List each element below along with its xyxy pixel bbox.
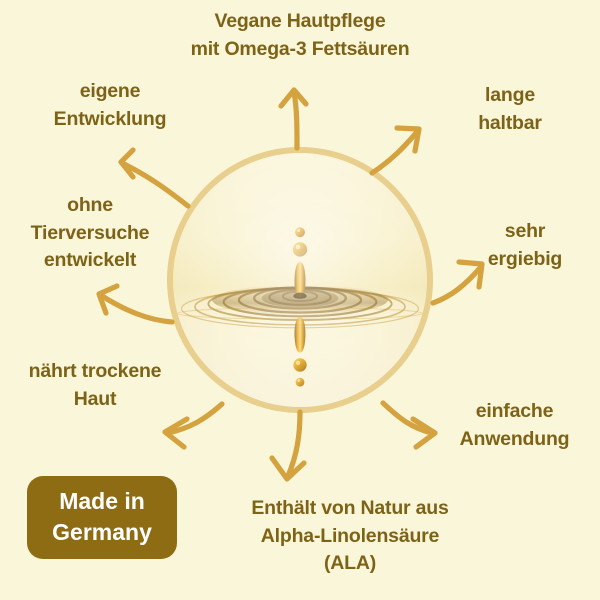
feature-label-top: Vegane Hautpflege mit Omega-3 Fettsäuren [190, 10, 410, 60]
arrow-bottomright [380, 400, 438, 450]
feature-label-right: sehr ergiebig [487, 220, 563, 270]
arrow-left [96, 283, 175, 325]
feature-label-topleft: eigene Entwicklung [53, 80, 167, 130]
feature-label-bottomleft: nährt trockene Haut [28, 360, 162, 410]
arrow-bottom [269, 409, 307, 482]
oil-splash-illustration [177, 227, 423, 387]
feature-label-topright: lange haltbar [478, 84, 542, 134]
oil-drop-circle-image [167, 147, 433, 413]
feature-label-bottom: Enthält von Natur aus Alpha-Linolensäure… [251, 497, 449, 575]
made-in-germany-badge: Made in Germany [27, 476, 177, 560]
feature-label-left: ohne Tierversuche entwickelt [30, 194, 150, 272]
arrow-top [278, 87, 309, 151]
feature-label-bottomright: einfache Anwendung [459, 400, 570, 450]
